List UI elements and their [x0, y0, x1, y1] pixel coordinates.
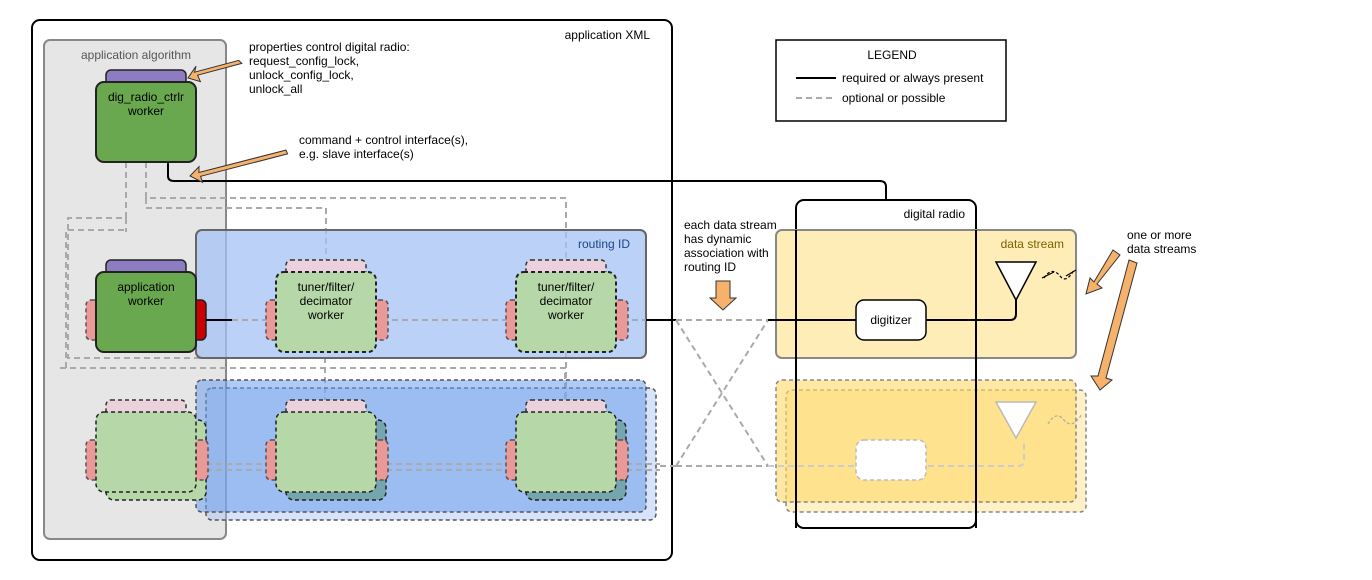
- dynamic-note-line2: has dynamic: [684, 232, 751, 246]
- application-algorithm-label: application algorithm: [81, 48, 191, 62]
- command-arrow-icon: [189, 149, 289, 184]
- optional-tuner2-right-port: [613, 439, 629, 481]
- tuner1-port-right: [373, 299, 389, 341]
- tuner2-worker[interactable]: [515, 271, 617, 353]
- streams-arrow-icon-1: [1085, 249, 1121, 295]
- properties-note-line4: unlock_all: [249, 82, 302, 96]
- dynamic-association-note: each data stream has dynamic association…: [684, 218, 777, 274]
- tuner2-line3: worker: [547, 308, 584, 322]
- legend-required-label: required or always present: [842, 71, 984, 85]
- command-note-line2: e.g. slave interface(s): [299, 147, 414, 161]
- tuner1-line1: tuner/filter/: [298, 280, 355, 294]
- routing-id-label: routing ID: [578, 237, 630, 251]
- optional-digitizer: [855, 439, 927, 481]
- optional-antenna-icon: [994, 401, 1038, 440]
- optional-tuner1-right-port: [373, 439, 389, 481]
- dynamic-note-line3: association with: [684, 246, 769, 260]
- digital-radio-label: digital radio: [904, 207, 966, 221]
- control-interface-line: [167, 162, 887, 200]
- tuner1-line3: worker: [307, 308, 344, 322]
- optional-app-worker-right-port: [193, 439, 209, 481]
- digitizer-label: digitizer: [870, 313, 911, 327]
- optional-app-worker: [95, 411, 197, 493]
- dig-radio-ctrlr-line2: worker: [127, 104, 164, 118]
- data-stream-box-optional-1: [775, 379, 1077, 503]
- properties-note-line1: properties control digital radio:: [249, 40, 410, 54]
- streams-note-line2: data streams: [1127, 242, 1196, 256]
- dynamic-note-line1: each data stream: [684, 218, 777, 232]
- streams-note: one or more data streams: [1127, 228, 1196, 256]
- streams-arrow-icon-2: [1090, 259, 1138, 391]
- optional-data-path-radio: [768, 440, 1025, 467]
- rf-signal-arrow-icon: [1041, 269, 1077, 279]
- tuner1-line2: decimator: [300, 294, 353, 308]
- properties-note: properties control digital radio: reques…: [249, 40, 410, 96]
- streams-note-line1: one or more: [1127, 228, 1192, 242]
- tuner2-line2: decimator: [540, 294, 593, 308]
- properties-note-line2: request_config_lock,: [249, 54, 359, 68]
- data-stream-label: data stream: [1001, 237, 1064, 251]
- command-note: command + control interface(s), e.g. sla…: [299, 133, 468, 161]
- antenna-icon: [994, 261, 1038, 302]
- digital-radio-outline-overlay: [795, 230, 977, 528]
- app-worker[interactable]: [95, 271, 197, 353]
- properties-note-line3: unlock_config_lock,: [249, 68, 354, 82]
- rf-signal-icon: [1043, 269, 1075, 280]
- annotation-arrows: [187, 59, 1138, 391]
- legend-title: LEGEND: [867, 48, 917, 62]
- dynamic-association-arrow-icon: [708, 280, 738, 311]
- optional-worker-group: [85, 399, 629, 501]
- optional-tuner2: [515, 411, 617, 493]
- legend-box: [775, 39, 1007, 122]
- properties-arrow-icon: [187, 59, 243, 83]
- control-interface-lines: [60, 162, 567, 402]
- dig-radio-ctrlr-line1: dig_radio_ctrlr: [108, 90, 184, 104]
- dig-radio-ctrlr-worker[interactable]: [95, 81, 197, 163]
- command-note-line1: command + control interface(s),: [299, 133, 468, 147]
- tuner1-worker[interactable]: [275, 271, 377, 353]
- app-worker-line2: worker: [127, 294, 164, 308]
- app-worker-line1: application: [117, 280, 174, 294]
- application-xml-label: application XML: [565, 28, 651, 42]
- data-path-radio: [768, 298, 1017, 321]
- tuner2-line1: tuner/filter/: [538, 280, 595, 294]
- optional-tuner1: [275, 411, 377, 493]
- optional-rf-signal-icon: [1047, 413, 1083, 425]
- dynamic-association-lines: [660, 319, 769, 467]
- tuner2-port-right: [613, 299, 629, 341]
- dynamic-note-line4: routing ID: [684, 260, 736, 274]
- legend-optional-label: optional or possible: [842, 91, 946, 105]
- digitizer[interactable]: [855, 299, 927, 341]
